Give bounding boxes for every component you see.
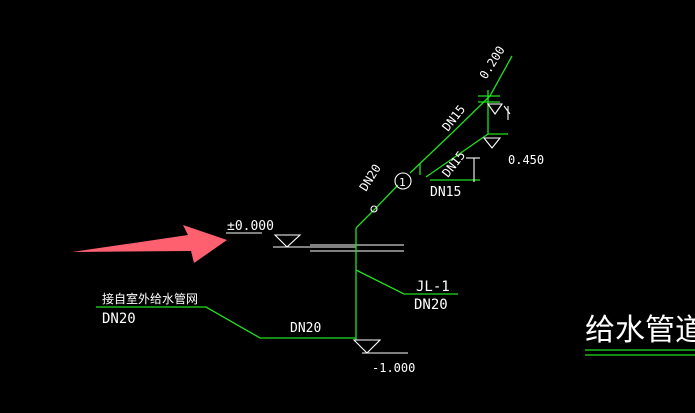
riser-size: DN20 bbox=[414, 297, 448, 313]
elev-zero-label: ±0.000 bbox=[227, 219, 274, 234]
riser-diagonal-pipe bbox=[355, 184, 399, 229]
pipe-upper-label-2: DN15 bbox=[439, 148, 468, 179]
pointer-arrow bbox=[72, 225, 227, 263]
fitting-mark bbox=[370, 205, 378, 213]
pipe-upper-label-3: DN15 bbox=[430, 185, 461, 200]
inlet-pipe bbox=[96, 306, 356, 339]
elev-top-label: 0.200 bbox=[477, 44, 508, 82]
elev-mid-label: 0.450 bbox=[508, 153, 544, 167]
inlet-source-label: 接自室外给水管网 bbox=[102, 291, 198, 306]
inlet-size-label: DN20 bbox=[102, 311, 136, 327]
valve-number: 1 bbox=[399, 176, 406, 189]
pipe-riser-label: DN20 bbox=[357, 162, 384, 194]
valve-circle bbox=[394, 172, 412, 190]
ground-level-mark bbox=[226, 232, 404, 252]
riser-tag-leader bbox=[355, 269, 458, 295]
upper-branch bbox=[409, 55, 513, 182]
elev-bottom-label: -1.000 bbox=[372, 361, 415, 375]
bottom-level-mark bbox=[352, 339, 382, 354]
pipe-upper-label-1: DN15 bbox=[439, 102, 468, 133]
riser-tag: JL-1 bbox=[416, 279, 450, 295]
inlet-pipe-label: DN20 bbox=[290, 321, 321, 336]
drawing-title: 给水管道系 bbox=[585, 313, 695, 348]
